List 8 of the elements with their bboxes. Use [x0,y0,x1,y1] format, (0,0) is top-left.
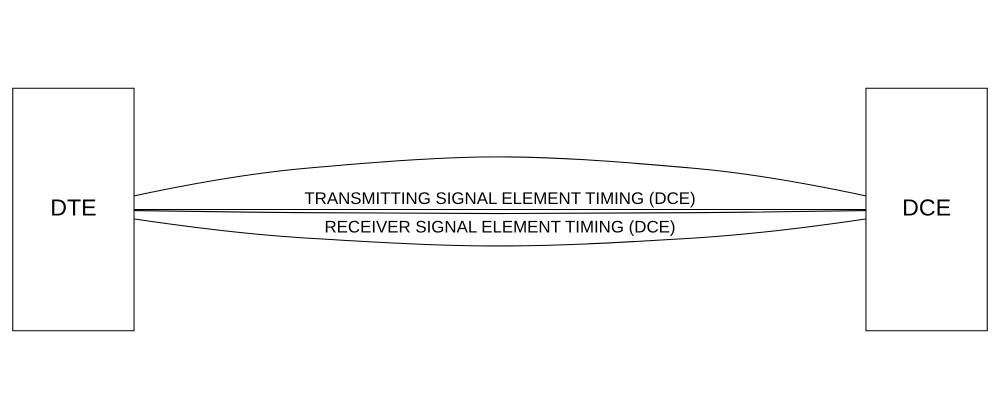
connector [134,156,866,196]
node-box: DCE [865,87,988,331]
node-box: DTE [12,87,135,331]
edge-label: TRANSMITTING SIGNAL ELEMENT TIMING (DCE) [304,188,696,208]
connector [134,218,866,246]
connector [134,210,866,214]
connector [134,208,866,210]
edge-label: RECEIVER SIGNAL ELEMENT TIMING (DCE) [324,216,676,236]
